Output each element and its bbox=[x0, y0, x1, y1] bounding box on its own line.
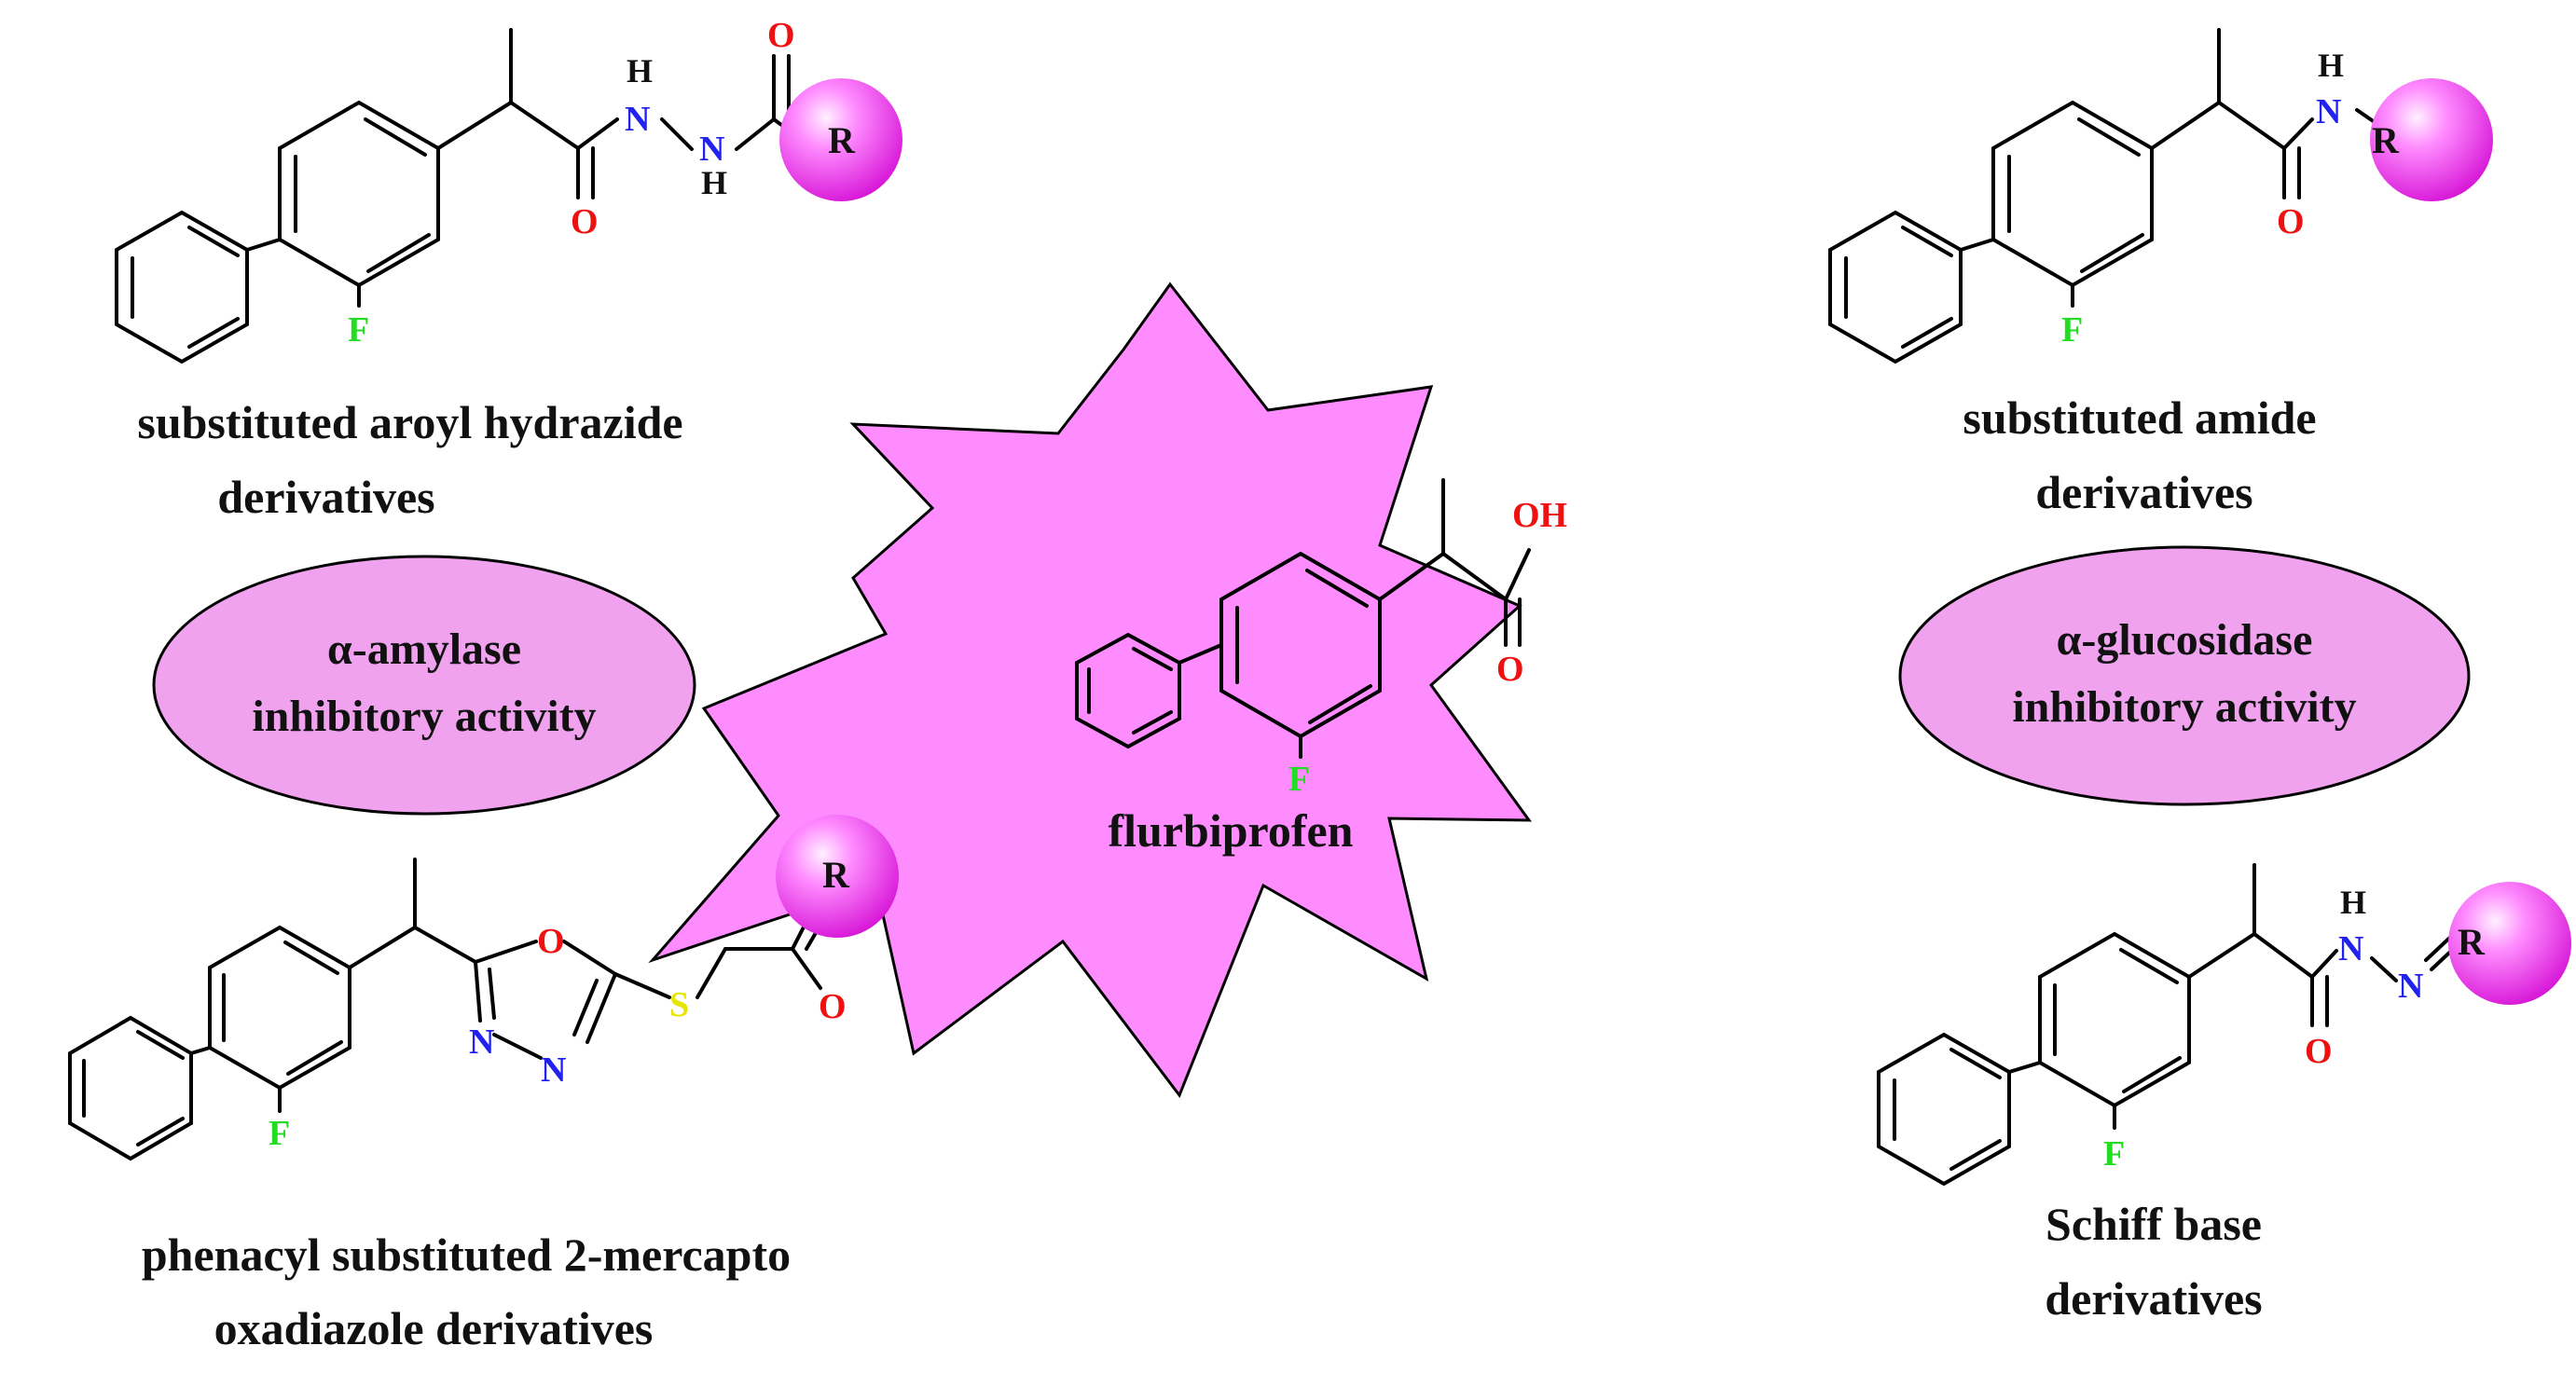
alpha-amylase-ellipse bbox=[152, 555, 696, 816]
amide-h-label: H bbox=[2318, 47, 2344, 84]
oxadiazole-caption-line2: oxadiazole derivatives bbox=[214, 1302, 654, 1354]
center-compound-name: flurbiprofen bbox=[1109, 804, 1354, 857]
schiff-n2-label: N bbox=[2398, 967, 2423, 1006]
hydrazide-f-label: F bbox=[348, 310, 369, 350]
hydrazide-h2-label: H bbox=[701, 164, 727, 201]
alpha-glucosidase-ellipse bbox=[1898, 545, 2471, 806]
center-f-label: F bbox=[1288, 760, 1310, 799]
schiff-f-label: F bbox=[2103, 1134, 2125, 1174]
amide-caption-line1: substituted amide bbox=[1963, 391, 2316, 444]
schiff-o-label: O bbox=[2305, 1032, 2333, 1071]
hydrazide-n2-label: N bbox=[699, 130, 724, 169]
schiff-base-structure bbox=[1877, 863, 2463, 1187]
schiff-caption-line1: Schiff base bbox=[2046, 1198, 2262, 1250]
amide-n-label: N bbox=[2316, 92, 2341, 131]
oxadiazole-f-label: F bbox=[269, 1114, 290, 1153]
oxadiazole-s-label: S bbox=[669, 985, 689, 1024]
hydrazide-o-amide-label: O bbox=[571, 202, 599, 241]
flurbiprofen-structure bbox=[1075, 478, 1531, 759]
aroyl-hydrazide-structure bbox=[115, 28, 804, 364]
hydrazide-caption-line2: derivatives bbox=[217, 471, 434, 523]
oxadiazole-r-group-ball bbox=[776, 815, 899, 938]
schiff-r-label: R bbox=[2458, 921, 2486, 963]
center-o-label: O bbox=[1496, 650, 1524, 689]
hydrazide-r-label: R bbox=[828, 119, 856, 161]
oxadiazole-ring-o-label: O bbox=[537, 922, 565, 961]
schiff-n1-label: N bbox=[2338, 929, 2363, 968]
amide-o-label: O bbox=[2277, 202, 2305, 241]
hydrazide-caption-line1: substituted aroyl hydrazide bbox=[137, 396, 682, 448]
hydrazide-h1-label: H bbox=[627, 52, 653, 89]
alpha-amylase-line2: inhibitory activity bbox=[252, 692, 596, 741]
oxadiazole-r-label: R bbox=[822, 854, 850, 896]
hydrazide-r-group-ball bbox=[779, 78, 902, 201]
oxadiazole-carbonyl-o-label: O bbox=[819, 987, 847, 1026]
amide-caption-line2: derivatives bbox=[2035, 466, 2252, 518]
center-oh-label: OH bbox=[1512, 496, 1567, 535]
schiff-h-label: H bbox=[2340, 884, 2366, 921]
oxadiazole-caption-line1: phenacyl substituted 2-mercapto bbox=[142, 1229, 791, 1281]
alpha-glucosidase-line1: α-glucosidase bbox=[2057, 615, 2313, 665]
alpha-glucosidase-line2: inhibitory activity bbox=[2012, 682, 2356, 732]
hydrazide-o-aroyl-label: O bbox=[767, 16, 795, 55]
oxadiazole-n2-label: N bbox=[541, 1050, 566, 1090]
amide-f-label: F bbox=[2061, 310, 2083, 350]
hydrazide-n1-label: N bbox=[625, 100, 650, 139]
schiff-caption-line2: derivatives bbox=[2045, 1272, 2262, 1325]
oxadiazole-n1-label: N bbox=[469, 1023, 494, 1062]
amide-structure bbox=[1828, 28, 2389, 364]
amide-r-label: R bbox=[2372, 119, 2400, 161]
alpha-amylase-line1: α-amylase bbox=[327, 625, 521, 674]
amide-r-group-ball bbox=[2370, 78, 2493, 201]
schiff-r-group-ball bbox=[2448, 882, 2571, 1005]
